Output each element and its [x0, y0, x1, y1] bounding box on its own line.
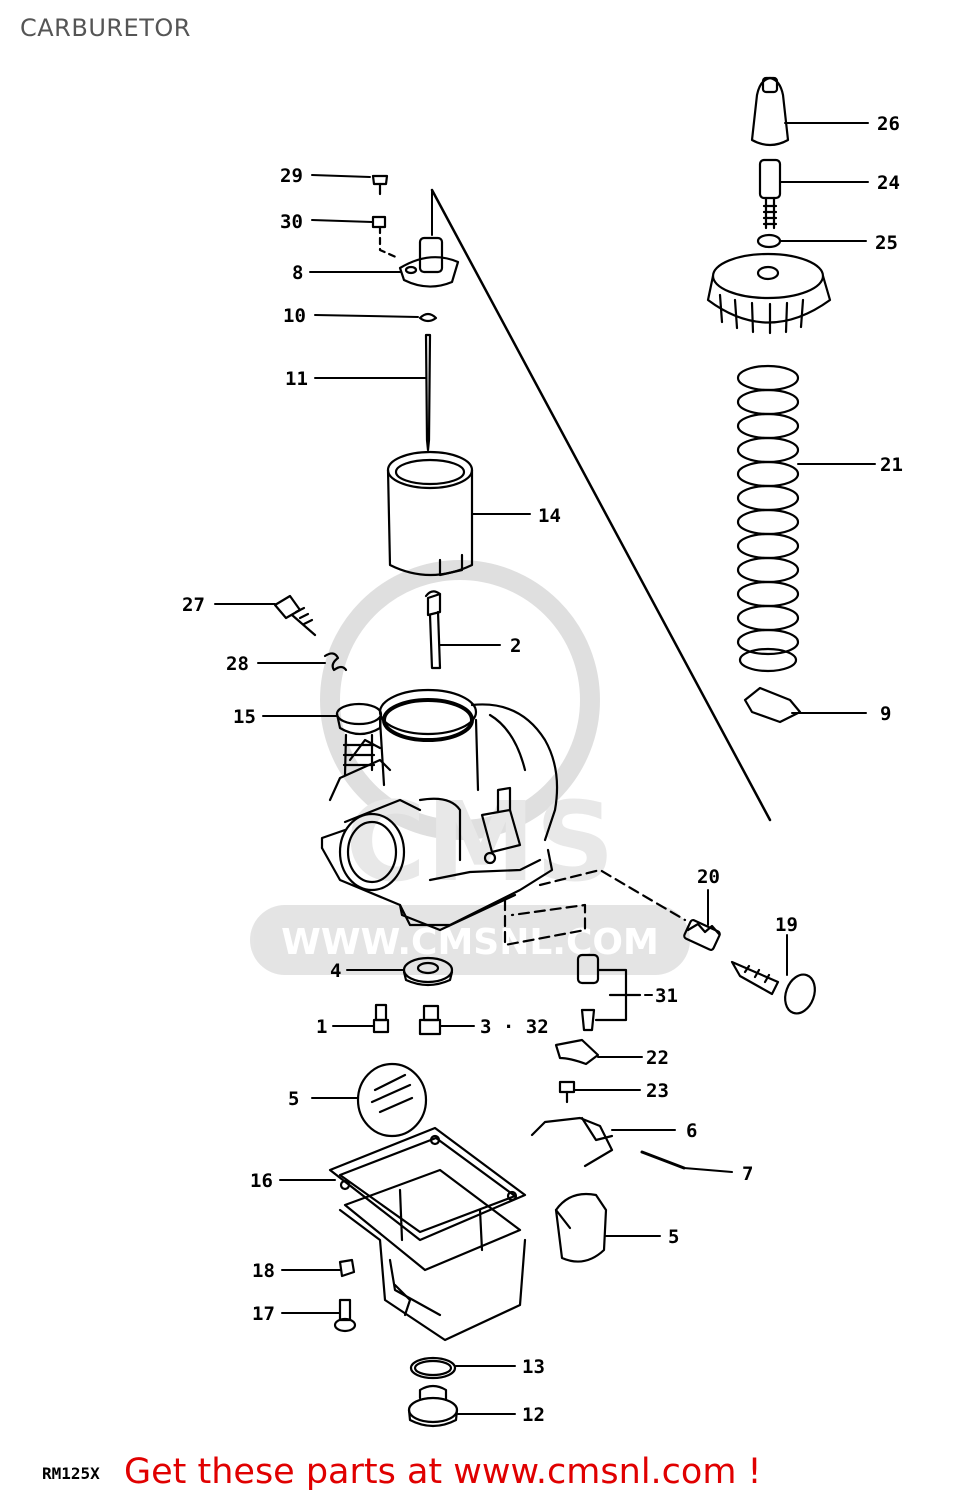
part-choke-cap: [335, 702, 383, 777]
callout-labels: 26 24 25 29 30 8 10 11 14 21 27 2 28 15 …: [182, 113, 903, 1426]
part-cable-adjuster: [758, 158, 782, 230]
air-passage-guide-a: [503, 898, 587, 947]
part-needle-jet: [424, 590, 442, 670]
callout-19: 19: [775, 914, 798, 936]
callout-8: 8: [292, 262, 303, 284]
watermark-text: WWW.CMSNL.COM: [281, 922, 659, 963]
callout-3-32: 3 · 32: [480, 1016, 549, 1038]
callout-12: 12: [522, 1404, 545, 1426]
part-carburetor-body: [320, 688, 559, 932]
part-throttle-stop-screw: [273, 594, 317, 637]
callout-16: 16: [250, 1170, 273, 1192]
callout-9: 9: [880, 703, 891, 725]
promo-banner[interactable]: Get these parts at www.cmsnl.com !: [124, 1452, 762, 1492]
part-mixing-chamber-top: [706, 252, 832, 335]
callout-1: 1: [316, 1016, 327, 1038]
callout-24: 24: [877, 172, 900, 194]
part-screw-23: [558, 1080, 576, 1104]
callout-22: 22: [646, 1047, 669, 1069]
part-needle-clip: [418, 312, 438, 323]
callout-28: 28: [226, 653, 249, 675]
callout-26: 26: [877, 113, 900, 135]
callout-29: 29: [280, 165, 303, 187]
callout-15: 15: [233, 706, 256, 728]
part-screw-29: [371, 174, 389, 196]
part-o-ring-13-inner: [413, 1359, 453, 1377]
callout-20: 20: [697, 866, 720, 888]
callout-6: 6: [686, 1120, 697, 1142]
promo-link[interactable]: Get these parts at www.cmsnl.com !: [124, 1452, 762, 1492]
callout-21: 21: [880, 454, 903, 476]
callout-11: 11: [285, 368, 308, 390]
part-30-guide: [378, 225, 400, 260]
callout-4: 4: [330, 960, 341, 982]
part-washer-30: [371, 215, 387, 229]
callout-2: 2: [510, 635, 521, 657]
part-spring-seat: [743, 686, 802, 724]
part-float-chamber: [328, 1126, 527, 1342]
part-stop-screw-spring: [323, 652, 348, 672]
part-pilot-jet: [418, 1004, 442, 1036]
part-needle-plate: [398, 236, 460, 288]
part-throttle-valve: [386, 450, 474, 577]
part-float-valve-seat-plate: [554, 1038, 600, 1066]
part-cable-adjuster-cap: [750, 76, 790, 147]
part-jet-needle: [424, 333, 432, 452]
callout-27: 27: [182, 594, 205, 616]
part-float-a: [356, 1062, 428, 1138]
callout-10: 10: [283, 305, 306, 327]
callout-5-upper: 5: [288, 1088, 299, 1110]
callout-23: 23: [646, 1080, 669, 1102]
part-float-valve: [576, 953, 642, 1032]
part-drain-plug: [338, 1258, 356, 1278]
leader-lines: [214, 122, 876, 1415]
part-bowl-cap: [407, 1384, 459, 1428]
callout-7: 7: [742, 1163, 753, 1185]
part-screw-17: [333, 1298, 357, 1333]
callout-31: 31: [655, 985, 678, 1007]
callout-5-lower: 5: [668, 1226, 679, 1248]
assembly-guide-line: [430, 188, 772, 822]
callout-14: 14: [538, 505, 561, 527]
callout-18: 18: [252, 1260, 275, 1282]
part-float-arm: [530, 1116, 614, 1168]
part-spring-20-body: [683, 919, 721, 951]
part-float-b: [554, 1192, 608, 1263]
part-adjuster-nut: [756, 233, 782, 249]
air-passage-guide-b: [538, 868, 687, 922]
callout-30: 30: [280, 211, 303, 233]
page-title: CARBURETOR: [20, 14, 191, 42]
model-code: RM125X: [42, 1464, 100, 1483]
part-main-jet: [372, 1003, 390, 1034]
part-air-screw: [730, 960, 816, 1015]
part-o-ring-13: [409, 1356, 457, 1380]
part-float-pin: [640, 1150, 686, 1170]
part-throttle-valve-spring: [736, 364, 800, 673]
callout-17: 17: [252, 1303, 275, 1325]
callout-25: 25: [875, 232, 898, 254]
callout-13: 13: [522, 1356, 545, 1378]
